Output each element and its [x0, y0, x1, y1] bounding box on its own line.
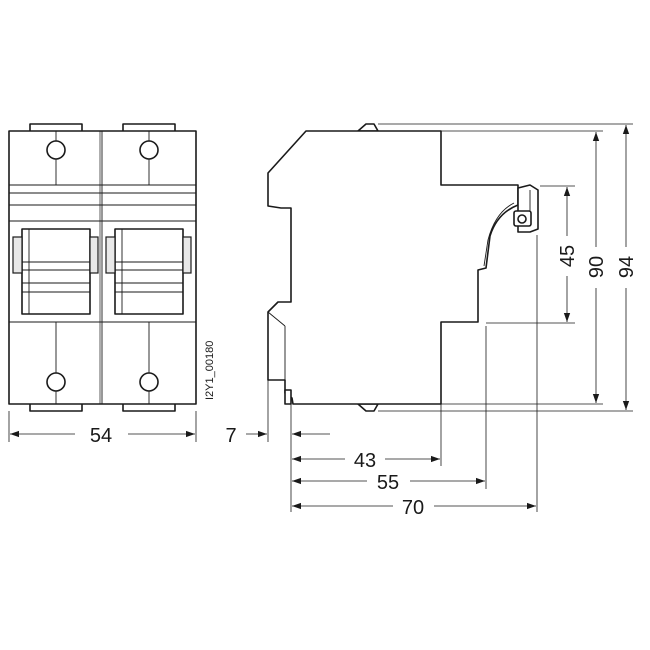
dim-depth-3: 70	[402, 497, 424, 519]
dim-height-2: 90	[586, 256, 608, 278]
side-top-lip	[357, 123, 379, 132]
fuse-carrier-right	[105, 228, 192, 315]
front-view: 54 I2Y1_00180	[8, 123, 216, 447]
dim-height-1: 45	[557, 245, 579, 267]
latch-lever	[513, 184, 539, 233]
dim-rail-offset: 7	[225, 425, 236, 447]
fuse-carrier-left	[12, 228, 99, 315]
drawing-code: I2Y1_00180	[204, 341, 216, 400]
dim-height-3: 94	[616, 256, 638, 278]
dim-front-width: 54	[90, 425, 112, 447]
dim-depth-2: 55	[377, 472, 399, 494]
din-rail-clip	[267, 311, 292, 405]
terminal-screw-top-left	[46, 140, 66, 160]
side-body-outline	[267, 130, 519, 405]
terminal-screw-bottom-right	[139, 372, 159, 392]
terminal-screw-top-right	[139, 140, 159, 160]
dim-depth-1: 43	[354, 450, 376, 472]
terminal-screw-bottom-left	[46, 372, 66, 392]
side-bottom-lip	[357, 403, 379, 412]
side-view: 7 43 55 70 45 90 94	[225, 123, 638, 519]
